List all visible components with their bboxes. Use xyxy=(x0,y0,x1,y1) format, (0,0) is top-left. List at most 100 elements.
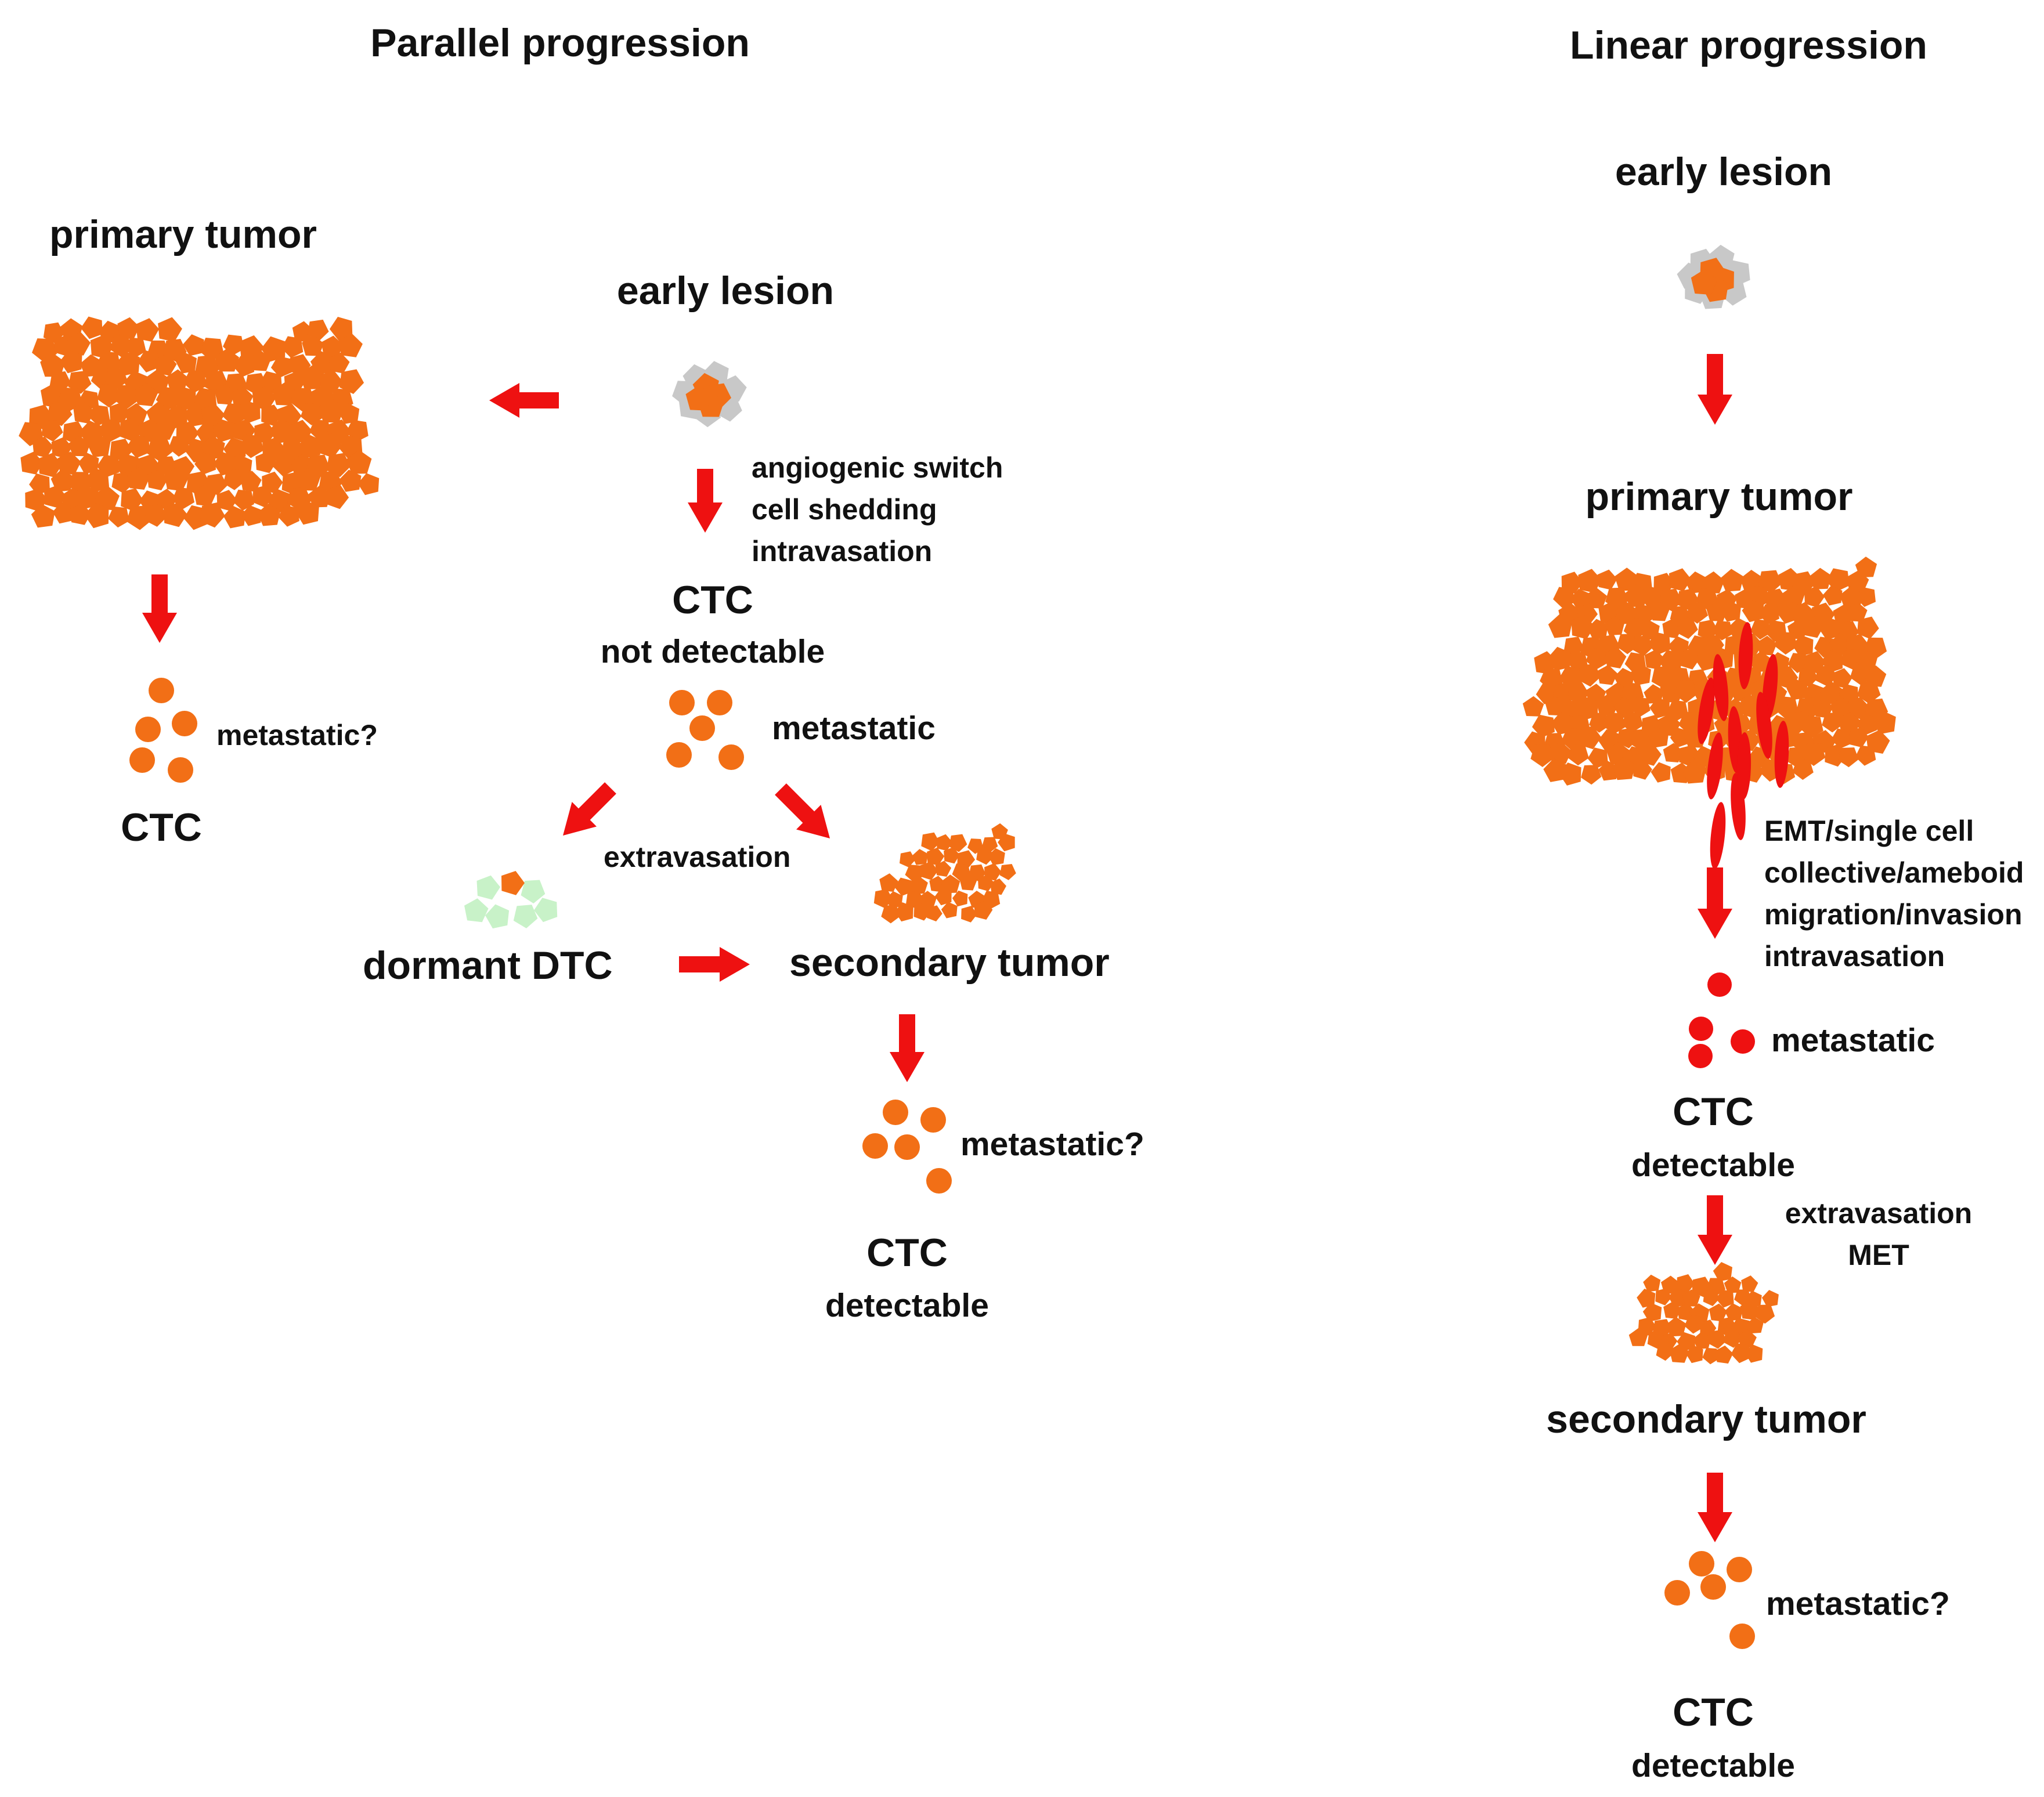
tumor-cell xyxy=(1559,762,1581,786)
tumor-cell xyxy=(1548,614,1573,638)
tumor-cell xyxy=(1823,585,1843,606)
arrow-linear-primary-to-ctc xyxy=(1698,867,1732,939)
tumor-cell xyxy=(1685,571,1707,594)
tumor-cell xyxy=(936,834,952,851)
tumor-cell xyxy=(900,851,916,867)
tumor-cell xyxy=(1648,632,1671,655)
parallel-ctc-bottom-label: CTC xyxy=(866,1231,948,1275)
tumor-cell xyxy=(1530,744,1554,767)
parallel-step-intravasation: intravasation xyxy=(752,535,933,567)
tumor-cell xyxy=(250,350,271,371)
ctc-cell xyxy=(1731,1029,1755,1054)
tumor-cell xyxy=(941,902,958,919)
tumor-cell xyxy=(84,502,109,529)
tumor-cell xyxy=(1589,713,1610,733)
arrow-ctc-to-dormant xyxy=(562,782,616,836)
arrow-secondary-to-ctc xyxy=(890,1014,925,1082)
tumor-cell xyxy=(1798,667,1818,688)
tumor-cell xyxy=(1656,1343,1674,1361)
tumor-cell xyxy=(1741,1275,1758,1293)
tumor-cell xyxy=(1577,663,1601,687)
tumor-cell xyxy=(239,400,261,424)
tumor-cell xyxy=(990,878,1006,895)
tumor-cell xyxy=(117,317,140,339)
tumor-cell xyxy=(952,890,968,907)
tumor-cell xyxy=(261,404,282,426)
tumor-cell xyxy=(295,500,319,525)
tumor-cell xyxy=(319,398,345,423)
linear-ctc-label: CTC xyxy=(1673,1090,1754,1134)
tumor-cell xyxy=(1651,762,1671,783)
tumor-cell xyxy=(68,371,92,394)
parallel-ctc-bottom-detect: detectable xyxy=(825,1287,989,1324)
tumor-cell xyxy=(183,334,204,356)
tumor-cell xyxy=(211,419,234,443)
tumor-cell xyxy=(215,348,240,372)
arrow-dormant-to-secondary xyxy=(679,947,750,982)
tumor-cell xyxy=(1872,710,1896,735)
tumor-cell xyxy=(921,832,940,851)
linear-steps-list: EMT/single cell collective/ameboid migra… xyxy=(1764,810,2024,977)
ctc-cell xyxy=(168,757,193,783)
tumor-cell xyxy=(326,485,349,509)
tumor-cell xyxy=(255,451,277,473)
tumor-cell xyxy=(1787,653,1808,673)
tumor-cell xyxy=(1624,584,1648,608)
tumor-cell xyxy=(894,902,913,922)
tumor-cell xyxy=(940,874,960,894)
tumor-cell xyxy=(909,876,928,894)
tumor-cell xyxy=(1761,1290,1779,1307)
tumor-cell xyxy=(1804,586,1825,608)
tumor-cell xyxy=(1597,664,1618,685)
tumor-cell xyxy=(164,467,189,491)
tumor-cell xyxy=(111,472,133,494)
linear-extravasation-list: extravasation MET xyxy=(1785,1192,1972,1276)
tumor-cell xyxy=(147,437,173,462)
tumor-cell xyxy=(978,874,994,891)
tumor-cell xyxy=(252,385,276,411)
ctc-cell xyxy=(1688,1044,1713,1068)
dormant-cell xyxy=(521,880,546,903)
tumor-cell xyxy=(1819,681,1844,704)
ctc-cell xyxy=(1727,1557,1752,1582)
dormant-cell xyxy=(485,904,510,929)
tumor-cell xyxy=(1674,680,1698,703)
tumor-cell xyxy=(1605,647,1627,668)
tumor-cell xyxy=(41,420,63,442)
tumor-cell xyxy=(1649,697,1670,718)
tumor-cell xyxy=(1662,618,1683,639)
linear-emt-cells xyxy=(1698,622,1789,869)
tumor-cell xyxy=(1567,744,1589,766)
tumor-cell xyxy=(1553,587,1575,609)
tumor-cell xyxy=(339,469,362,492)
emt-cell xyxy=(1707,732,1723,800)
tumor-cell xyxy=(233,489,254,511)
tumor-cell xyxy=(1720,601,1741,622)
tumor-cell xyxy=(1545,696,1565,716)
parallel-primary-tumor-label: primary tumor xyxy=(49,212,317,256)
tumor-cell xyxy=(1571,615,1595,639)
tumor-cell xyxy=(927,847,945,866)
tumor-cell xyxy=(1612,757,1635,780)
tumor-cell xyxy=(1709,1303,1728,1322)
tumor-cell xyxy=(60,350,82,374)
tumor-cell xyxy=(1731,1343,1751,1364)
ctc-cell xyxy=(689,715,715,741)
dormant-cell xyxy=(534,898,558,923)
tumor-cell xyxy=(297,468,321,491)
tumor-cell xyxy=(920,861,938,880)
tumor-cell xyxy=(1659,588,1682,612)
tumor-cell xyxy=(257,503,281,526)
tumor-cell xyxy=(1815,664,1837,687)
tumor-cell xyxy=(999,864,1016,880)
tumor-cell xyxy=(319,433,342,458)
tumor-cell xyxy=(1693,1331,1711,1350)
tumor-cell xyxy=(109,402,130,424)
tumor-cell xyxy=(168,436,190,457)
tumor-cell xyxy=(292,321,314,342)
parallel-extravasation-label: extravasation xyxy=(604,841,791,873)
tumor-cell xyxy=(1581,765,1602,785)
tumor-cell xyxy=(1596,693,1619,716)
tumor-cell xyxy=(1663,1301,1681,1319)
ctc-cell xyxy=(129,747,155,773)
